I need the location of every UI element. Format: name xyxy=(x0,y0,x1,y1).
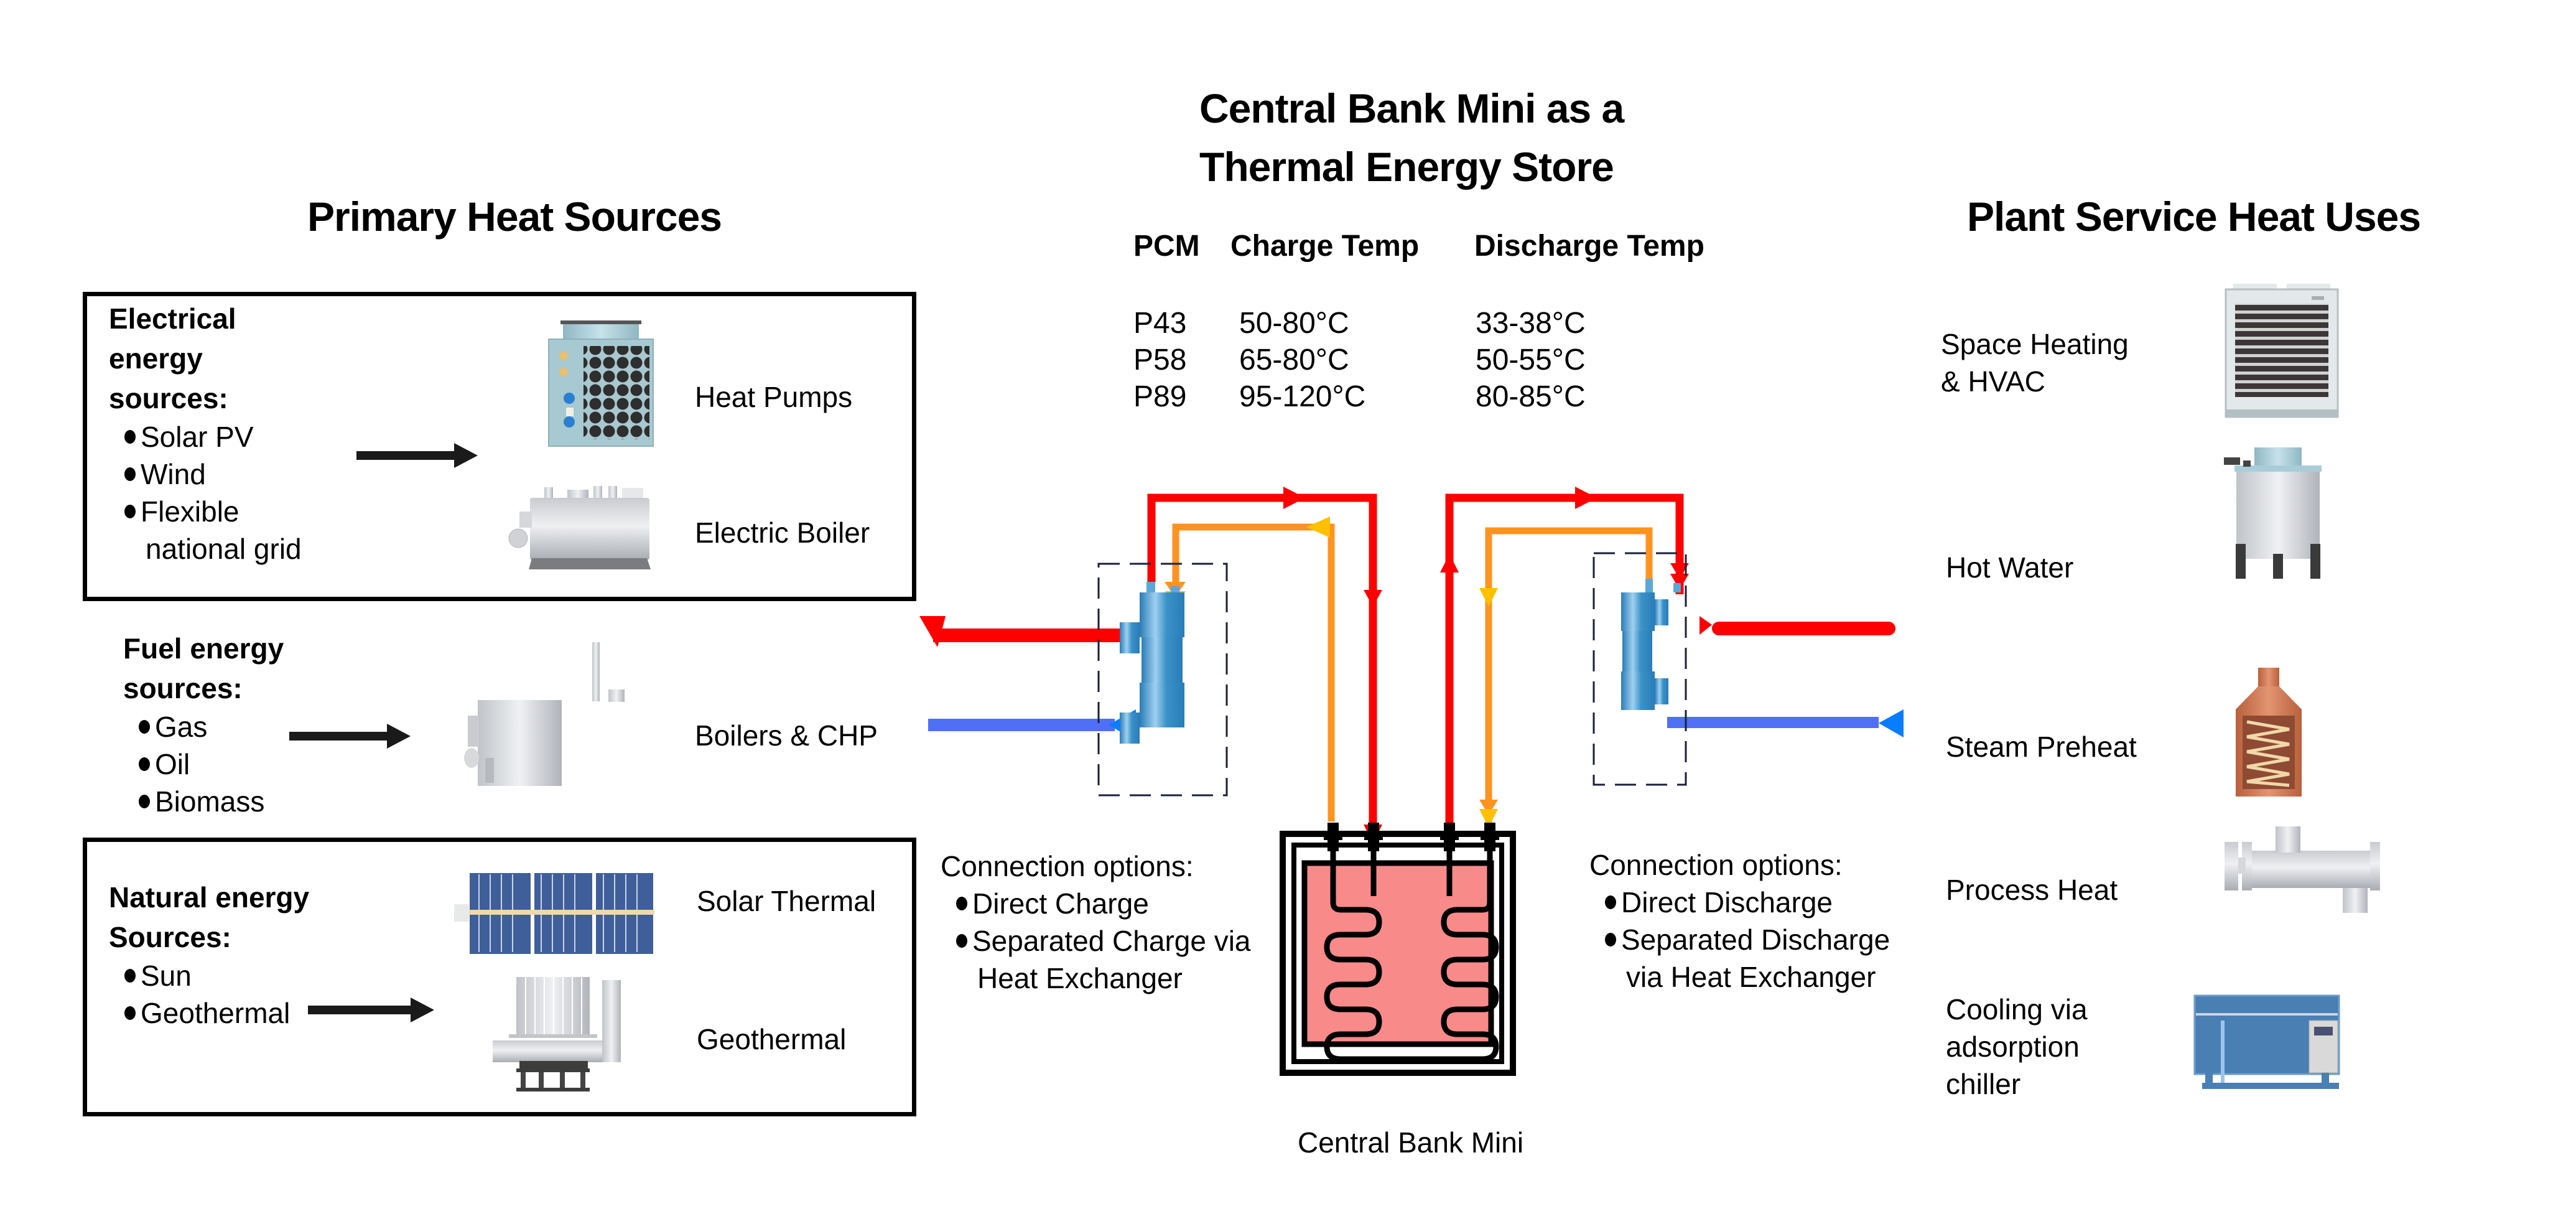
label-boilers-chp: Boilers & CHP xyxy=(695,719,878,752)
bullet-icon xyxy=(124,968,136,983)
flow-arrow-out-icon xyxy=(919,616,946,647)
flow-arrow-up-icon xyxy=(1440,554,1459,572)
discharge-option-separated-cont: via Heat Exchanger xyxy=(1626,961,1876,993)
electrical-sources-box xyxy=(83,292,916,601)
arrow-electrical-to-equipment xyxy=(356,443,478,468)
title-plant-service-heat-uses: Plant Service Heat Uses xyxy=(1967,194,2421,240)
bullet-icon xyxy=(1605,895,1616,909)
discharge-connection-options: Connection options: Direct Discharge Sep… xyxy=(1589,846,1890,996)
flow-arrow-down-icon xyxy=(1479,800,1498,815)
adsorption-chiller-icon xyxy=(2193,994,2340,1089)
fuel-item-biomass: Biomass xyxy=(139,783,284,820)
discharge-option-separated: Separated Discharge xyxy=(1605,921,1890,958)
charge-options-heading: Connection options: xyxy=(941,850,1194,882)
charge-option-direct: Direct Charge xyxy=(956,885,1251,922)
discharge-option-direct: Direct Discharge xyxy=(1605,884,1890,921)
natural-heading-1: Natural energy xyxy=(109,881,310,914)
process-heat-exchanger-icon xyxy=(2225,826,2380,913)
pcm-row-p43-name: P43 xyxy=(1133,307,1187,340)
natural-item-geothermal: Geothermal xyxy=(124,994,309,1032)
use-label-hot-water: Hot Water xyxy=(1946,551,2074,584)
pcm-header-discharge: Discharge Temp xyxy=(1474,230,1704,263)
charge-heat-exchanger-icon xyxy=(1097,563,1228,797)
pcm-row-p58-discharge: 50-55°C xyxy=(1476,343,1586,376)
steam-preheater-icon xyxy=(2236,668,2302,797)
fuel-item-gas: Gas xyxy=(139,708,284,745)
pcm-row-p43-discharge: 33-38°C xyxy=(1476,307,1586,340)
fuel-item-oil: Oil xyxy=(139,745,284,783)
use-label-steam-preheat: Steam Preheat xyxy=(1946,731,2137,763)
pcm-header-pcm: PCM xyxy=(1133,230,1200,263)
electrical-item-grid: Flexible xyxy=(124,493,302,530)
electrical-heading-1: Electrical xyxy=(109,302,236,335)
pcm-row-p89-charge: 95-120°C xyxy=(1239,380,1366,413)
use-label-space-heating: Space Heating& HVAC xyxy=(1941,328,2129,398)
charge-connection-options: Connection options: Direct Charge Separa… xyxy=(941,848,1251,997)
flow-arrow-down-icon xyxy=(1670,563,1689,579)
bullet-icon xyxy=(124,429,136,444)
electrical-heading-3: sources: xyxy=(109,382,228,414)
bullet-icon xyxy=(956,933,967,948)
pcm-header-charge: Charge Temp xyxy=(1230,230,1420,263)
title-central-bank-line2: Thermal Energy Store xyxy=(1199,144,1614,190)
pcm-row-p58-name: P58 xyxy=(1133,343,1187,376)
discharge-heat-exchanger-icon xyxy=(1593,552,1687,786)
natural-item-sun: Sun xyxy=(124,957,309,994)
fuel-sources-group: Fuel energy sources: Gas Oil Biomass xyxy=(123,629,284,820)
bullet-icon xyxy=(1605,932,1616,946)
bullet-icon xyxy=(124,504,136,518)
charge-option-separated: Separated Charge via xyxy=(956,922,1251,960)
pcm-row-p58-charge: 65-80°C xyxy=(1239,343,1349,376)
arrow-fuel-to-boiler xyxy=(289,724,411,749)
flow-arrow-right-icon xyxy=(1575,487,1597,509)
pcm-row-p89-name: P89 xyxy=(1133,380,1187,413)
electrical-item-solar-pv: Solar PV xyxy=(124,418,302,456)
flow-arrow-down-icon xyxy=(1670,574,1689,590)
pcm-row-p43-charge: 50-80°C xyxy=(1239,307,1349,340)
label-heat-pumps: Heat Pumps xyxy=(695,381,853,413)
fuel-heading-2: sources: xyxy=(123,672,243,704)
title-central-bank-line1: Central Bank Mini as a xyxy=(1199,85,1624,131)
electrical-sources-group: Electrical energy sources: Solar PV Wind… xyxy=(109,299,302,568)
electrical-item-grid-cont: national grid xyxy=(146,533,302,565)
natural-sources-group: Natural energy Sources: Sun Geothermal xyxy=(109,877,309,1032)
arrow-natural-to-equipment xyxy=(308,998,434,1022)
electric-boiler-icon xyxy=(508,486,651,569)
hot-water-tank-icon xyxy=(2224,447,2322,579)
bullet-icon xyxy=(956,896,967,910)
hvac-unit-icon xyxy=(2225,284,2339,418)
use-label-process-heat: Process Heat xyxy=(1946,874,2118,906)
electrical-item-wind: Wind xyxy=(124,456,302,493)
label-geothermal: Geothermal xyxy=(697,1023,847,1055)
heat-pump-icon xyxy=(548,320,654,447)
bullet-icon xyxy=(124,467,136,481)
discharge-flow-pipes xyxy=(1440,487,1904,828)
flow-arrow-left-icon xyxy=(1306,516,1330,538)
label-solar-thermal: Solar Thermal xyxy=(697,885,876,917)
flow-arrow-down-icon xyxy=(1479,809,1498,828)
boiler-chp-icon xyxy=(464,642,625,786)
central-bank-mini-tank-icon xyxy=(1280,823,1516,1076)
title-primary-heat-sources: Primary Heat Sources xyxy=(307,194,722,240)
flow-arrow-down-icon xyxy=(1364,590,1382,607)
natural-sources-box xyxy=(83,838,916,1116)
bullet-icon xyxy=(139,719,150,734)
flow-arrow-in-icon xyxy=(1879,709,1904,737)
natural-heading-2: Sources: xyxy=(109,921,231,953)
pcm-row-p89-discharge: 80-85°C xyxy=(1476,380,1586,413)
label-electric-boiler: Electric Boiler xyxy=(695,516,870,549)
bullet-icon xyxy=(139,794,150,808)
discharge-options-heading: Connection options: xyxy=(1589,849,1843,881)
electrical-heading-2: energy xyxy=(109,342,203,375)
flow-arrow-right-icon xyxy=(1283,487,1305,509)
bullet-icon xyxy=(139,757,150,771)
charge-option-separated-cont: Heat Exchanger xyxy=(977,962,1183,994)
flow-arrow-down-icon xyxy=(1479,588,1498,607)
fuel-heading-1: Fuel energy xyxy=(123,632,284,665)
geothermal-icon xyxy=(493,977,621,1091)
central-bank-mini-label: Central Bank Mini xyxy=(1298,1126,1524,1159)
bullet-icon xyxy=(124,1006,136,1020)
solar-thermal-icon xyxy=(454,871,654,955)
